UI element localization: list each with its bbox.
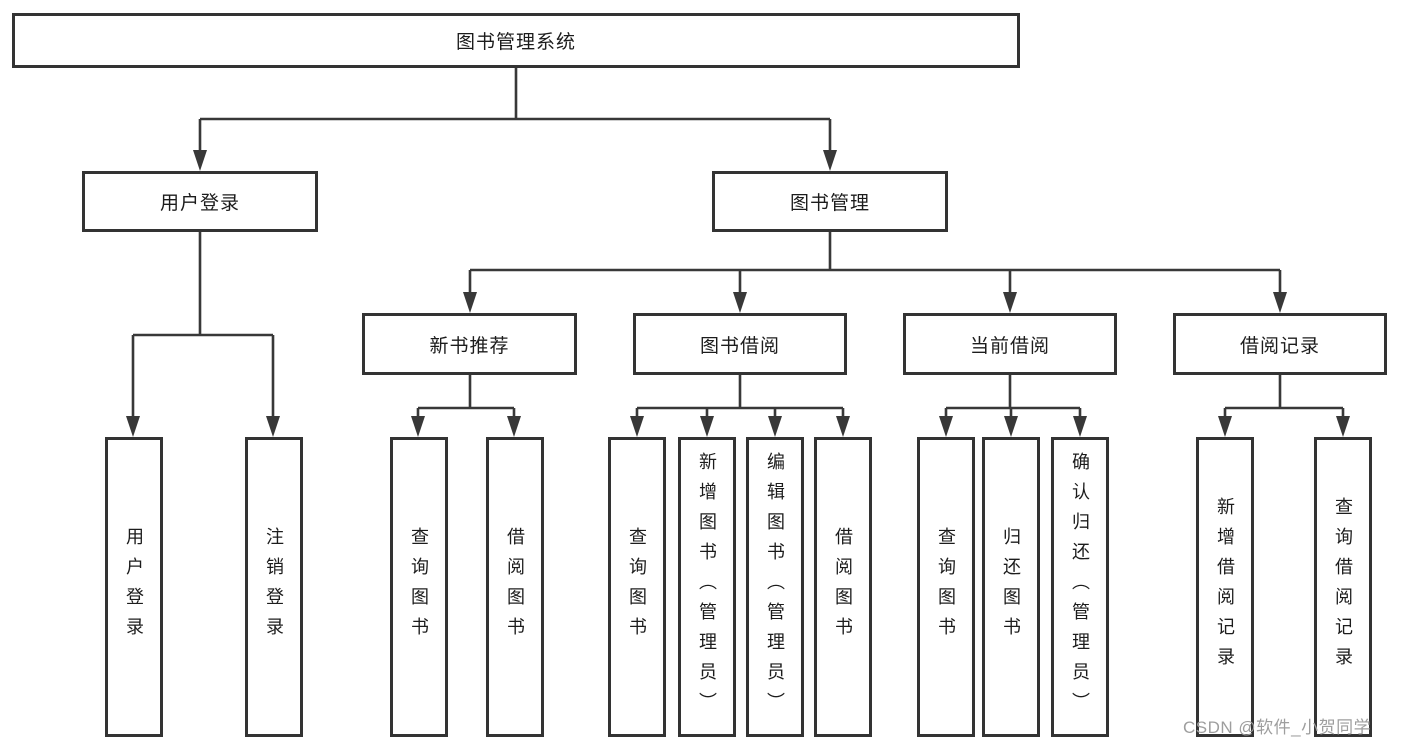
node-label: 借阅图书 — [505, 527, 525, 647]
leaf-records-add-borrow-record: 新增借阅记录 — [1196, 437, 1254, 737]
connector-bookborrow-to-leaves — [635, 375, 845, 418]
node-new-book-recommendation: 新书推荐 — [362, 313, 577, 375]
node-label: 查询图书 — [936, 527, 956, 647]
connector-newbookrec-to-leaves — [416, 375, 516, 418]
leaf-recommend-query-books: 查询图书 — [390, 437, 448, 737]
connector-borrowrecords-to-leaves — [1223, 375, 1345, 418]
node-label: 借阅记录 — [1239, 335, 1320, 357]
arrowheads — [126, 150, 1350, 437]
leaf-logout: 注销登录 — [245, 437, 303, 737]
leaf-current-confirm-return-admin: 确认归还（管理员） — [1051, 437, 1109, 737]
node-book-management: 图书管理 — [712, 171, 948, 232]
connector-bookmgmt-to-level3 — [468, 232, 1282, 294]
leaf-user-login: 用户登录 — [105, 437, 163, 737]
node-label: 当前借阅 — [969, 335, 1050, 357]
leaf-records-query-borrow-record: 查询借阅记录 — [1314, 437, 1372, 737]
connector-userlogin-to-leaves — [131, 232, 275, 418]
leaf-current-return-books: 归还图书 — [982, 437, 1040, 737]
node-label: 借阅图书 — [833, 527, 853, 647]
node-label: 编辑图书（管理员） — [765, 452, 785, 722]
leaf-borrowing-add-books-admin: 新增图书（管理员） — [678, 437, 736, 737]
node-borrowing-records: 借阅记录 — [1173, 313, 1387, 375]
csdn-watermark: CSDN @软件_小贺同学 — [1183, 718, 1372, 737]
node-label: 查询图书 — [627, 527, 647, 647]
node-user-login: 用户登录 — [82, 171, 318, 232]
node-label: 新书推荐 — [429, 335, 510, 357]
node-label: 用户登录 — [124, 527, 144, 647]
node-label: 查询图书 — [409, 527, 429, 647]
node-label: 新增图书（管理员） — [697, 452, 717, 722]
leaf-borrowing-edit-books-admin: 编辑图书（管理员） — [746, 437, 804, 737]
leaf-borrowing-borrow-books: 借阅图书 — [814, 437, 872, 737]
node-book-borrowing: 图书借阅 — [633, 313, 847, 375]
leaf-recommend-borrow-books: 借阅图书 — [486, 437, 544, 737]
connector-root-to-level2 — [198, 68, 832, 152]
node-current-borrowing: 当前借阅 — [903, 313, 1117, 375]
leaf-current-query-books: 查询图书 — [917, 437, 975, 737]
connector-currentborrow-to-leaves — [944, 375, 1082, 418]
node-label: 用户登录 — [159, 193, 240, 214]
node-label: 新增借阅记录 — [1215, 497, 1235, 677]
node-label: 注销登录 — [264, 527, 284, 647]
node-label: 图书管理系统 — [455, 32, 576, 53]
node-label: 查询借阅记录 — [1333, 497, 1353, 677]
node-label: 图书借阅 — [699, 335, 780, 357]
leaf-borrowing-query-books: 查询图书 — [608, 437, 666, 737]
node-label: 图书管理 — [789, 193, 870, 214]
node-library-management-system: 图书管理系统 — [12, 13, 1020, 68]
node-label: 确认归还（管理员） — [1070, 452, 1090, 722]
node-label: 归还图书 — [1001, 527, 1021, 647]
